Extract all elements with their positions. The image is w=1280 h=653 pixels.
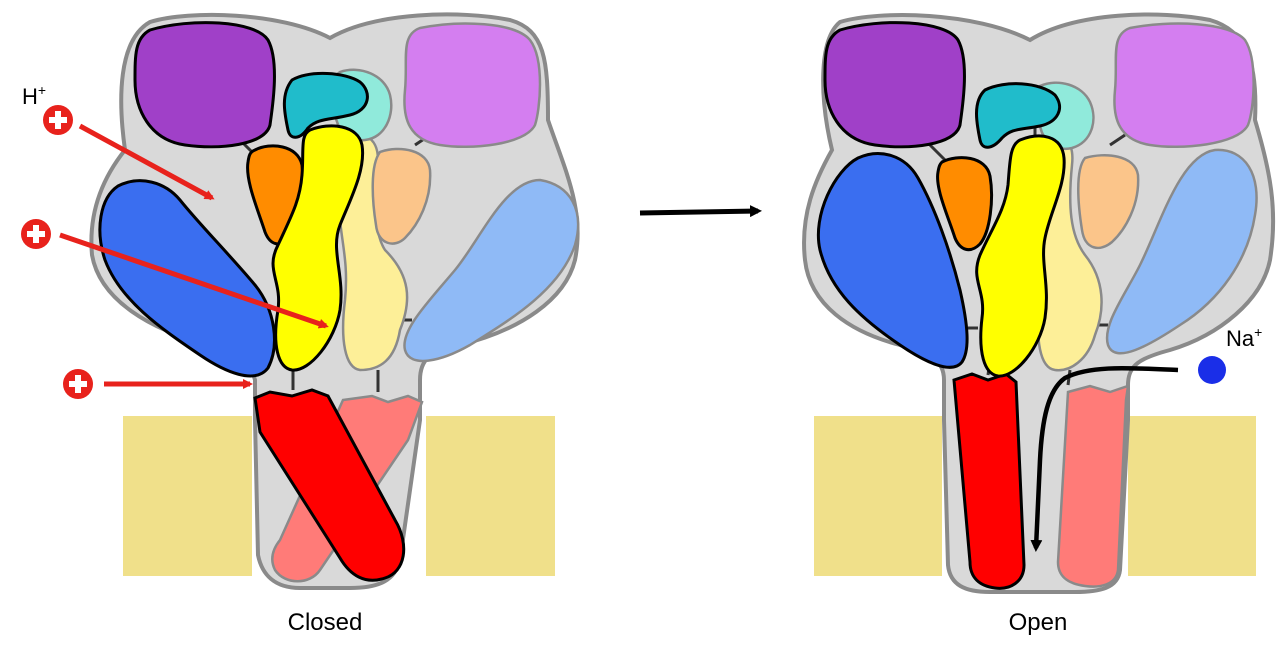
light-orange-domain bbox=[1077, 154, 1140, 250]
plus-circle-icon bbox=[21, 219, 51, 249]
purple-domain bbox=[823, 21, 966, 149]
curved-arrow-icon bbox=[1030, 365, 1179, 552]
membrane-left-outer bbox=[123, 416, 252, 576]
proton-label: H+ bbox=[22, 82, 46, 109]
membrane-left-inner bbox=[426, 416, 555, 576]
plus-circle-icon bbox=[63, 369, 93, 399]
light-orange-domain bbox=[371, 147, 432, 245]
light-blue-domain bbox=[403, 178, 580, 363]
proton-arrow bbox=[59, 232, 329, 329]
sodium-label: Na+ bbox=[1226, 324, 1262, 351]
orange-domain bbox=[936, 156, 994, 252]
arrow-right-icon bbox=[639, 205, 762, 218]
red-tm-helix bbox=[253, 388, 406, 582]
sodium-ion bbox=[1198, 356, 1226, 384]
pink-tm-helix bbox=[1056, 384, 1130, 588]
cyan-domain bbox=[282, 71, 369, 139]
open-caption: Open bbox=[1009, 609, 1068, 636]
yellow-domain bbox=[271, 124, 365, 372]
light-blue-domain bbox=[1105, 148, 1258, 355]
purple-domain bbox=[133, 21, 276, 149]
cyan-domain bbox=[975, 82, 1061, 149]
light-purple-domain bbox=[403, 22, 542, 149]
membrane-right-outer bbox=[814, 416, 942, 576]
plus-circle-icon bbox=[43, 105, 73, 135]
membrane-right-inner bbox=[1128, 416, 1256, 576]
light-purple-domain bbox=[1113, 22, 1255, 149]
closed-caption: Closed bbox=[288, 609, 363, 636]
closed-state: H+ Closed bbox=[21, 12, 580, 636]
red-tm-helix bbox=[952, 372, 1026, 590]
blue-domain bbox=[817, 152, 969, 369]
proton-arrow bbox=[78, 123, 215, 201]
yellow-domain bbox=[975, 134, 1066, 378]
open-state: Na+ Open bbox=[802, 12, 1276, 636]
